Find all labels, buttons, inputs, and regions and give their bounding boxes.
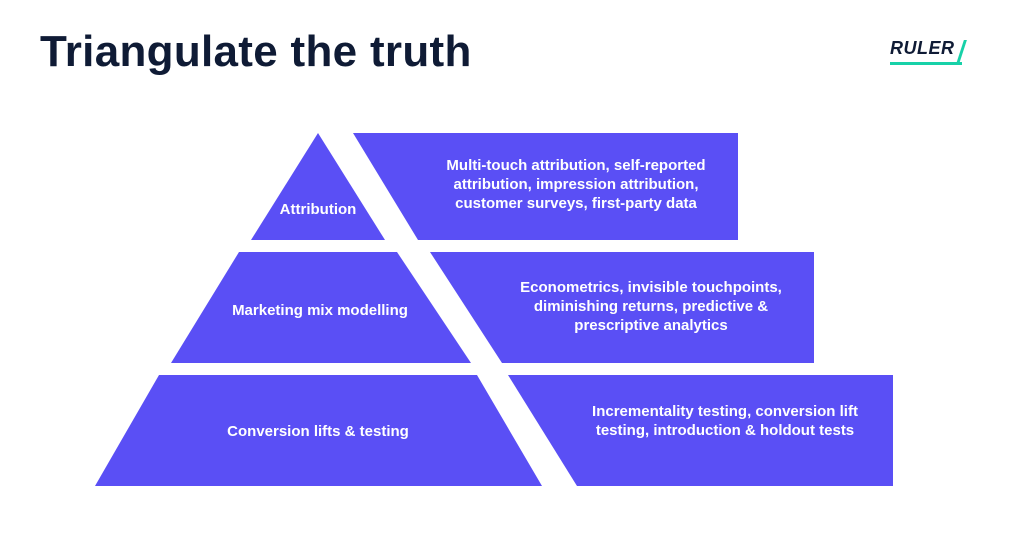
tier-label-marketing-mix: Marketing mix modelling — [232, 302, 408, 319]
tier-conversion-panel — [508, 375, 893, 486]
tier-label-conversion-lifts: Conversion lifts & testing — [227, 423, 409, 440]
tier-description-attribution: Multi-touch attribution, self-reported a… — [446, 157, 706, 212]
tier-label-attribution: Attribution — [279, 201, 357, 218]
logo-underline — [890, 62, 962, 65]
tier-description-conversion-lifts: Incrementality testing, conversion lift … — [592, 403, 858, 439]
tier-attribution-panel — [353, 133, 738, 240]
logo-text: RULER — [890, 38, 955, 58]
tier-conversion-trapezoid — [95, 375, 542, 486]
tier-mmm-trapezoid — [171, 252, 471, 363]
page-title: Triangulate the truth — [40, 27, 472, 76]
tier-description-marketing-mix: Econometrics, invisible touchpoints, dim… — [520, 279, 782, 334]
tier-mmm-panel — [430, 252, 814, 363]
tier-attribution-triangle — [251, 133, 385, 240]
